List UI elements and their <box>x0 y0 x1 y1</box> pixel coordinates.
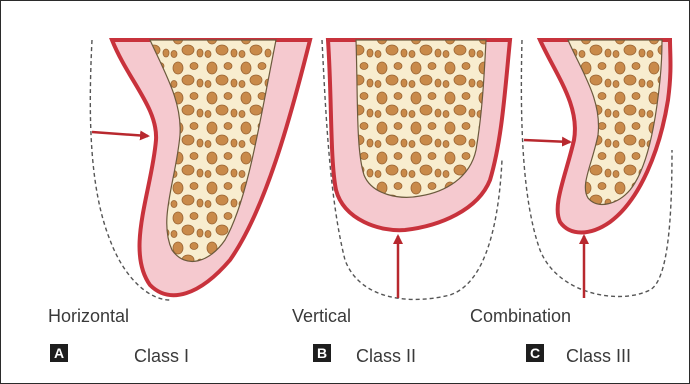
panel-c-caption: Combination <box>470 306 571 327</box>
panel-a-letter-badge: A <box>50 344 68 362</box>
panel-a-illustration <box>90 40 310 300</box>
panel-b-caption: Vertical <box>292 306 351 327</box>
panel-a-arrow <box>92 132 148 136</box>
panel-c-letter-badge: C <box>526 344 544 362</box>
panel-b-class-label: Class II <box>356 346 416 367</box>
panel-a-caption: Horizontal <box>48 306 129 327</box>
panel-b-illustration <box>322 40 510 299</box>
panel-c-horizontal-arrow <box>524 140 570 142</box>
panel-c-class-label: Class III <box>566 346 631 367</box>
panel-b-letter-badge: B <box>313 344 331 362</box>
panel-a-class-label: Class I <box>134 346 189 367</box>
panel-c-illustration <box>521 40 672 298</box>
